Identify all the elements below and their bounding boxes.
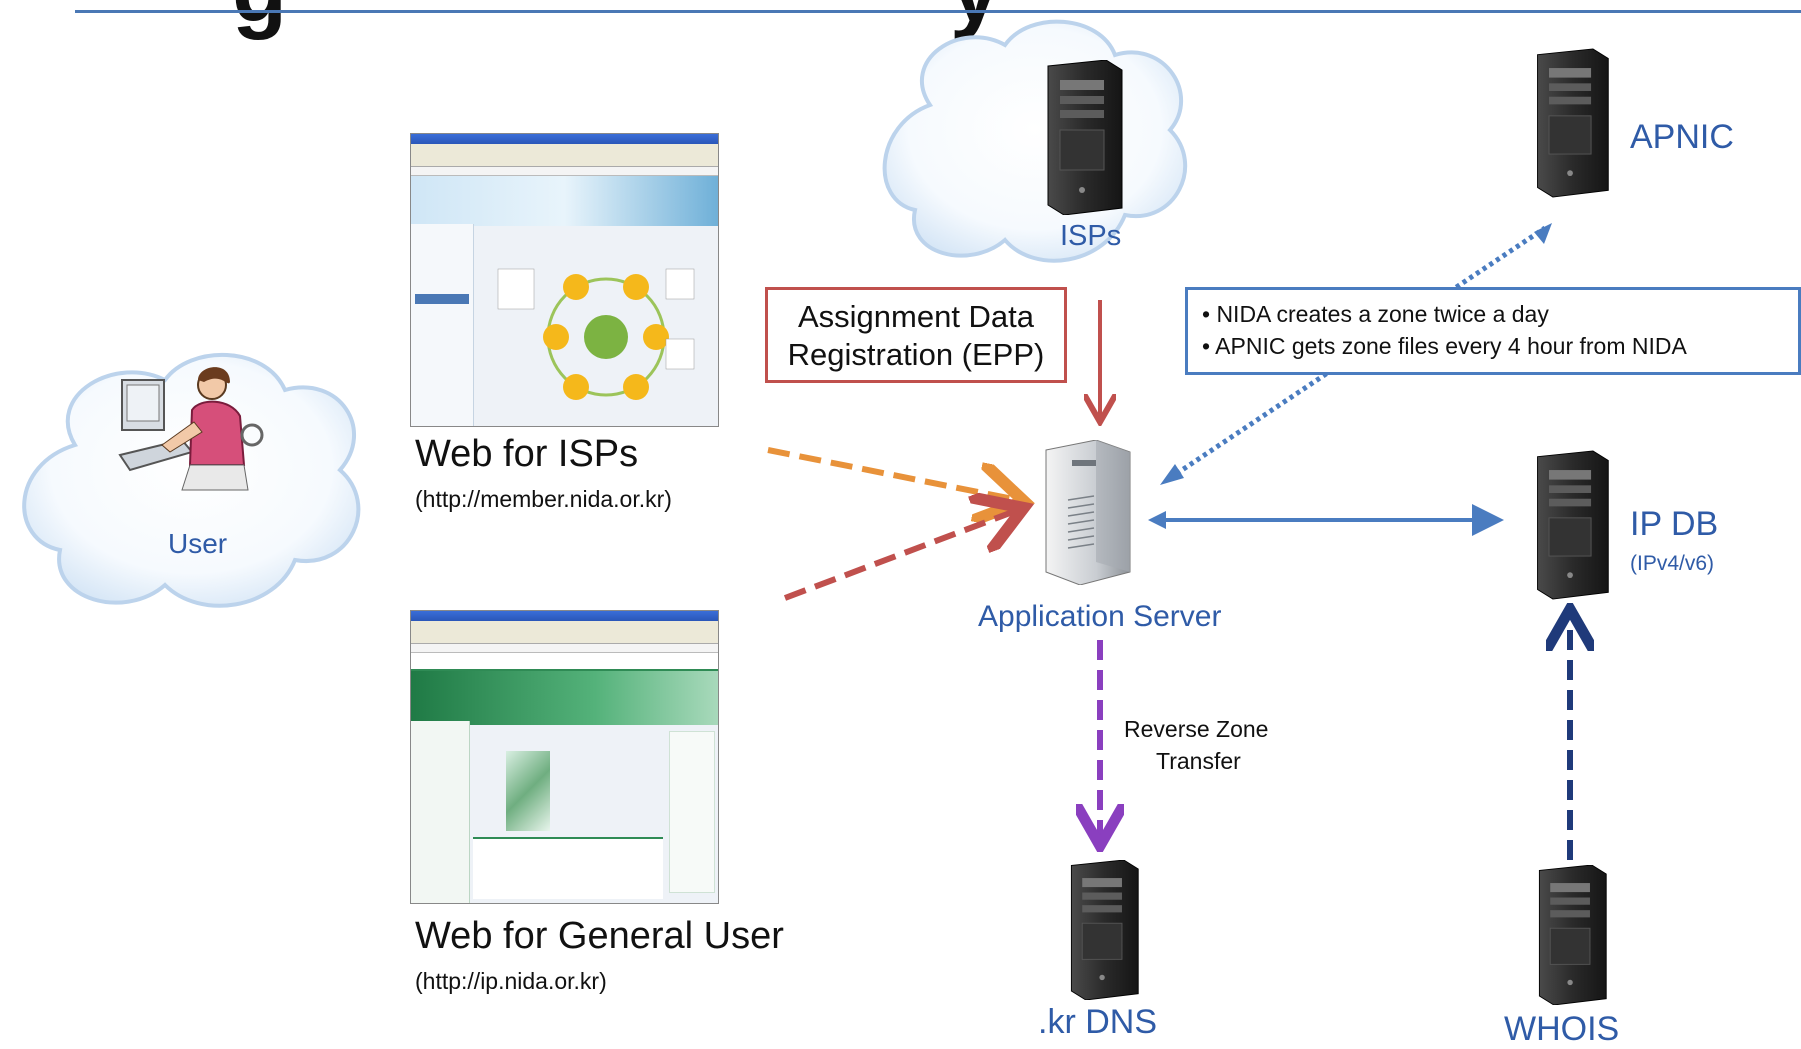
assignment-data-line2: Registration (EPP): [787, 337, 1045, 372]
page-sidebar: [411, 721, 470, 903]
arrow-user-to-app: [783, 510, 1018, 601]
ie-titlebar: [411, 611, 718, 621]
assignment-data-box: Assignment Data Registration (EPP): [765, 287, 1067, 383]
ie-addressbar: [411, 644, 718, 653]
apnic-server-icon: [1537, 48, 1609, 198]
web-isps-title: Web for ISPs: [415, 433, 639, 475]
web-isps-screenshot: [410, 133, 719, 427]
web-general-url: (http://ip.nida.or.kr): [415, 968, 607, 994]
reverse-zone-line2: Transfer: [1156, 748, 1241, 774]
reverse-zone-line1: Reverse Zone: [1124, 716, 1269, 742]
web-general-screenshot: [410, 610, 719, 904]
page-nav: [411, 653, 718, 671]
ie-titlebar: [411, 134, 718, 144]
ip-db-server-icon: [1537, 450, 1609, 600]
ip-db-sublabel: (IPv4/v6): [1630, 552, 1715, 575]
zone-info-bullet-2-overlay: • APNIC gets zone files every 4 hour fro…: [1202, 333, 1687, 359]
title-rule: [75, 10, 1801, 13]
application-server-label: Application Server: [978, 600, 1222, 633]
ie-addressbar: [411, 167, 718, 176]
arrow-web-isps-to-app: [767, 447, 1018, 500]
page-photo: [506, 751, 550, 831]
process-diagram: [497, 268, 695, 400]
whois-label: WHOIS: [1504, 1010, 1620, 1048]
title-fragment-right: y: [950, 0, 1000, 43]
isps-label: ISPs: [1060, 220, 1122, 252]
ie-toolbar: [411, 621, 718, 644]
kr-dns-label: .kr DNS: [1038, 1003, 1157, 1041]
ip-db-label: IP DB: [1630, 505, 1719, 543]
kr-dns-server-icon: [1070, 860, 1139, 1000]
web-isps-url: (http://member.nida.or.kr): [415, 486, 672, 512]
application-server-icon: [1045, 440, 1131, 585]
ie-toolbar: [411, 144, 718, 167]
page-notice: [473, 837, 663, 899]
title-fragment: g: [232, 0, 287, 43]
page-banner: [411, 176, 718, 226]
zone-info-bullet-1-overlay: • NIDA creates a zone twice a day: [1202, 301, 1549, 327]
whois-server-icon: [1538, 865, 1607, 1005]
zone-info-box-overlay: • NIDA creates a zone twice a day • APNI…: [1185, 287, 1801, 375]
assignment-data-line1: Assignment Data: [797, 299, 1035, 334]
user-label: User: [168, 528, 228, 559]
apnic-label: APNIC: [1630, 118, 1734, 156]
page-banner: [411, 671, 718, 725]
web-general-title: Web for General User: [415, 915, 784, 957]
page-sidebar: [411, 224, 474, 426]
page-rightbar: [669, 731, 715, 893]
isps-server-icon: [1047, 60, 1123, 215]
user-at-computer-icon: [118, 367, 264, 491]
